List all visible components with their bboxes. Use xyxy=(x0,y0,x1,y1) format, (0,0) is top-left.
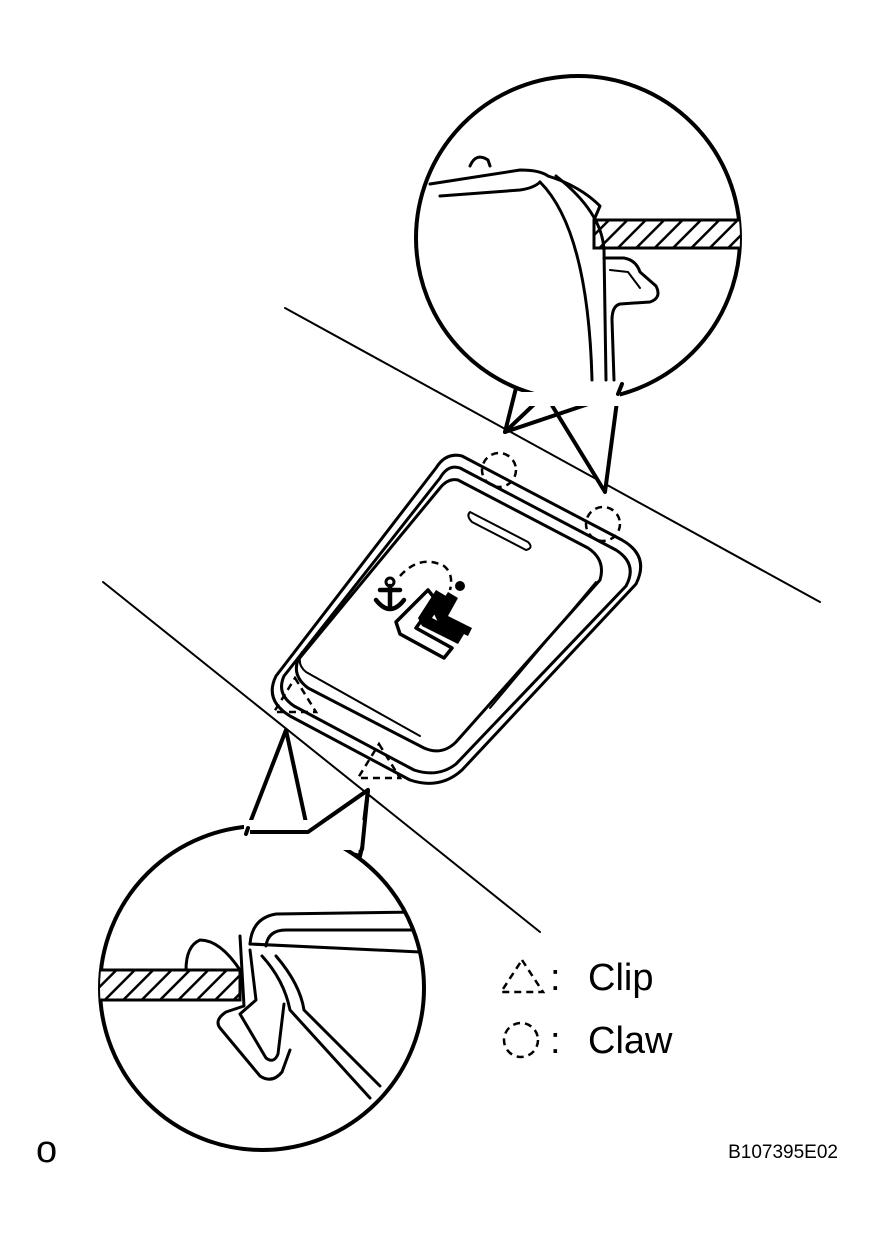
clip-trim-edge-inner xyxy=(274,954,382,1088)
claw-callout-pointer xyxy=(503,392,620,494)
legend-item-claw: : Claw xyxy=(502,1020,673,1062)
clip-head xyxy=(184,938,242,972)
cover-inner-frame xyxy=(280,465,632,775)
upper-edge-line xyxy=(284,307,821,603)
claw-marker-2 xyxy=(584,505,622,543)
clip-detail-contents xyxy=(100,910,422,1100)
dashed-triangle-icon xyxy=(498,957,546,994)
seat-silhouette-1 xyxy=(418,590,464,644)
cover-face xyxy=(294,478,603,753)
claw-cover-inner xyxy=(438,180,542,198)
strap-path xyxy=(399,560,453,591)
clip-marker-2 xyxy=(355,741,403,780)
figure-code: B107395E02 xyxy=(728,1142,838,1163)
child-seat-anchor-icon xyxy=(373,560,472,660)
claw-arm-inner xyxy=(554,174,608,382)
seatback-guide-lines xyxy=(102,307,821,933)
legend: : Clip : Claw xyxy=(498,957,673,1062)
clip-leg-inner xyxy=(238,948,286,1062)
dashed-circle-icon xyxy=(502,1021,540,1059)
seat-silhouette-2 xyxy=(434,592,472,636)
clip-trim-edge xyxy=(260,954,372,1100)
clip-cover-lower xyxy=(248,942,422,954)
legend-item-clip: : Clip xyxy=(498,957,653,999)
lower-edge-line xyxy=(102,581,541,933)
clip-body xyxy=(216,934,292,1081)
clip-separator: : xyxy=(550,957,561,999)
claw-cover-edge xyxy=(428,168,602,222)
cover-slot xyxy=(467,511,532,551)
anchor-icon xyxy=(373,583,407,612)
cover-lower-edge xyxy=(298,651,421,737)
claw-separator: : xyxy=(550,1020,561,1062)
clip-detail-callout xyxy=(98,728,426,1152)
claw-detail-contents xyxy=(428,155,740,382)
clip-cover-top xyxy=(248,910,422,946)
claw-detail-callout xyxy=(414,74,742,494)
claw-hook-inner xyxy=(609,269,641,289)
clip-panel-section xyxy=(100,968,242,1002)
clip-cover-inner xyxy=(264,928,422,948)
cover-outer-frame xyxy=(270,453,643,785)
anchor-cover-panel xyxy=(270,451,643,785)
child-head xyxy=(455,581,465,591)
claw-marker-1 xyxy=(480,451,518,489)
claw-hook xyxy=(602,256,660,382)
claw-panel-section xyxy=(592,218,740,250)
claw-bump xyxy=(468,155,492,168)
claw-label: Claw xyxy=(588,1020,673,1062)
clip-label: Clip xyxy=(588,957,653,999)
clip-marker-1 xyxy=(271,675,319,714)
figure-index-mark: o xyxy=(36,1129,57,1171)
cover-right-edge xyxy=(489,581,597,709)
claw-arm-outer xyxy=(538,180,594,382)
seat-outline xyxy=(394,588,454,660)
